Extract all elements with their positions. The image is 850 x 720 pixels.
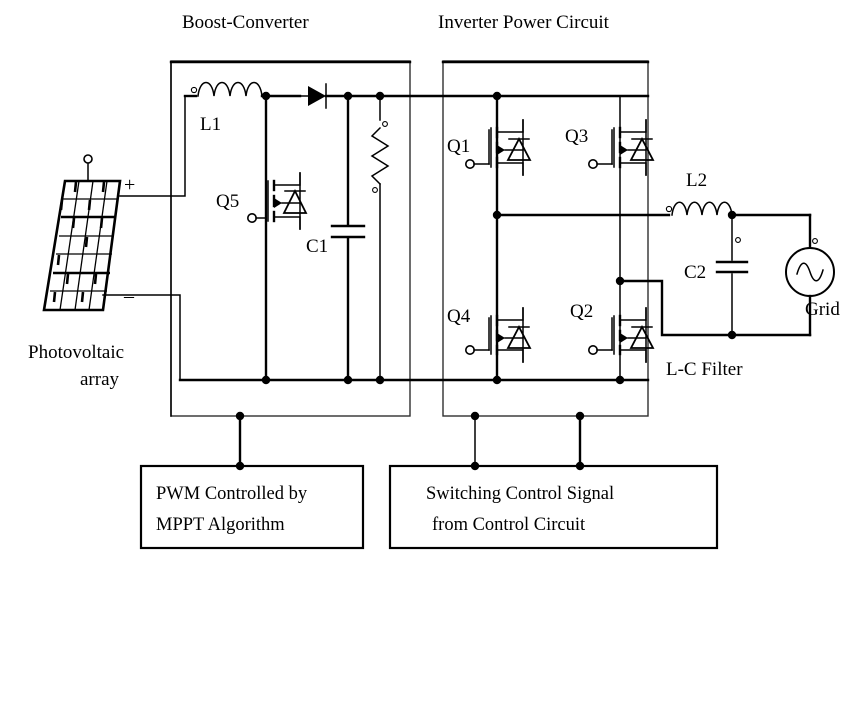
grid-sine-glyph <box>796 262 824 282</box>
q1-label: Q1 <box>447 136 470 157</box>
c2-label: C2 <box>684 262 706 283</box>
pv-cell-tick-3 <box>59 199 64 211</box>
q5-body-arrow <box>274 198 282 208</box>
pv-cell-tick-7 <box>56 254 61 266</box>
q2-body-arrow <box>620 333 628 343</box>
pwm-mppt-text-line1: PWM Controlled by <box>156 484 308 504</box>
pv-cell-tick-12 <box>80 291 85 303</box>
pv-cell-tick-11 <box>52 291 57 303</box>
diode-triangle <box>308 86 326 106</box>
l1-label: L1 <box>200 114 221 135</box>
q5-mosfet-symbol: Q5 <box>216 172 308 230</box>
l2-left-marker <box>665 205 673 213</box>
pv-array-label-line2: array <box>80 369 120 390</box>
pwm-mppt-text-line2: MPPT Algorithm <box>156 515 285 535</box>
node-q5-source-rail <box>261 375 271 385</box>
pv-cell-tick-5 <box>71 217 76 229</box>
pv-cell-tick-2 <box>101 181 106 193</box>
q1-body-diode-triangle <box>506 137 532 161</box>
q4-mosfet-symbol: Q4 <box>447 306 532 363</box>
q5-label: Q5 <box>216 191 239 212</box>
switching-control-text-line2: from Control Circuit <box>432 515 586 535</box>
pv-cell-tick-1 <box>73 181 78 193</box>
pv-cell-tick-10 <box>93 273 98 285</box>
q5-gate-terminal <box>247 213 258 224</box>
pv-negative-lead <box>102 294 181 381</box>
q4-gate-terminal <box>464 344 475 355</box>
node-leg-left-bottom <box>492 375 502 385</box>
q4-body-arrow <box>497 333 505 343</box>
q4-label: Q4 <box>447 306 471 327</box>
q1-mosfet-symbol: Q1 <box>447 119 532 176</box>
q1-body-arrow <box>497 145 505 155</box>
node-leg-right-bottom <box>615 375 625 385</box>
q2-mosfet-symbol: Q2 <box>570 301 655 363</box>
pv-cell-tick-8 <box>84 236 89 248</box>
q4-body-diode-triangle <box>506 325 532 349</box>
switching-control-text-line1: Switching Control Signal <box>426 484 614 504</box>
node-c2-bottom <box>727 330 737 340</box>
q3-body-diode-triangle <box>629 137 655 161</box>
pv-col-line-1 <box>59 180 80 311</box>
l2-inductor-symbol <box>671 201 733 216</box>
c1-label: C1 <box>306 236 328 257</box>
pv-cell-tick-6 <box>99 217 104 229</box>
l1-inductor-symbol <box>197 81 263 97</box>
pwm-mppt-control-box <box>139 464 365 550</box>
pv-positive-sign: + <box>124 174 135 196</box>
pv-cell-tick-9 <box>65 273 70 285</box>
q3-mosfet-symbol: Q3 <box>565 119 655 176</box>
q2-gate-terminal <box>587 344 598 355</box>
switching-control-box <box>388 464 719 550</box>
node-resistor-rail <box>375 375 385 385</box>
q3-gate-terminal <box>587 159 598 170</box>
photovoltaic-array-symbol <box>42 154 122 312</box>
pv-positive-lead <box>119 95 186 197</box>
boost-converter-title: Boost-Converter <box>182 12 309 33</box>
pv-top-terminal-circle <box>83 154 93 164</box>
pv-cell-tick-4 <box>87 199 92 211</box>
q3-label: Q3 <box>565 126 588 147</box>
q1-gate-terminal <box>464 159 475 170</box>
resistor-zigzag-symbol <box>370 126 390 186</box>
pv-negative-sign: – <box>123 285 135 307</box>
c2-top-marker <box>735 237 741 243</box>
lc-filter-caption: L-C Filter <box>666 359 743 380</box>
pv-col-line-3 <box>88 180 108 311</box>
resistor-bottom-marker <box>372 187 378 193</box>
q5-body-diode-triangle <box>282 188 308 214</box>
grid-top-marker <box>812 238 818 244</box>
node-c1-rail <box>343 375 353 385</box>
q2-label: Q2 <box>570 301 593 322</box>
pv-panel-outline <box>42 179 122 312</box>
l2-label: L2 <box>686 170 707 191</box>
q2-body-diode-triangle <box>629 325 655 349</box>
pv-array-label-line1: Photovoltaic <box>28 342 124 363</box>
l1-left-marker <box>190 86 198 94</box>
resistor-top-marker <box>382 121 388 127</box>
inverter-power-circuit-title: Inverter Power Circuit <box>438 12 610 33</box>
q3-body-arrow <box>620 145 628 155</box>
grid-label: Grid <box>805 299 840 320</box>
